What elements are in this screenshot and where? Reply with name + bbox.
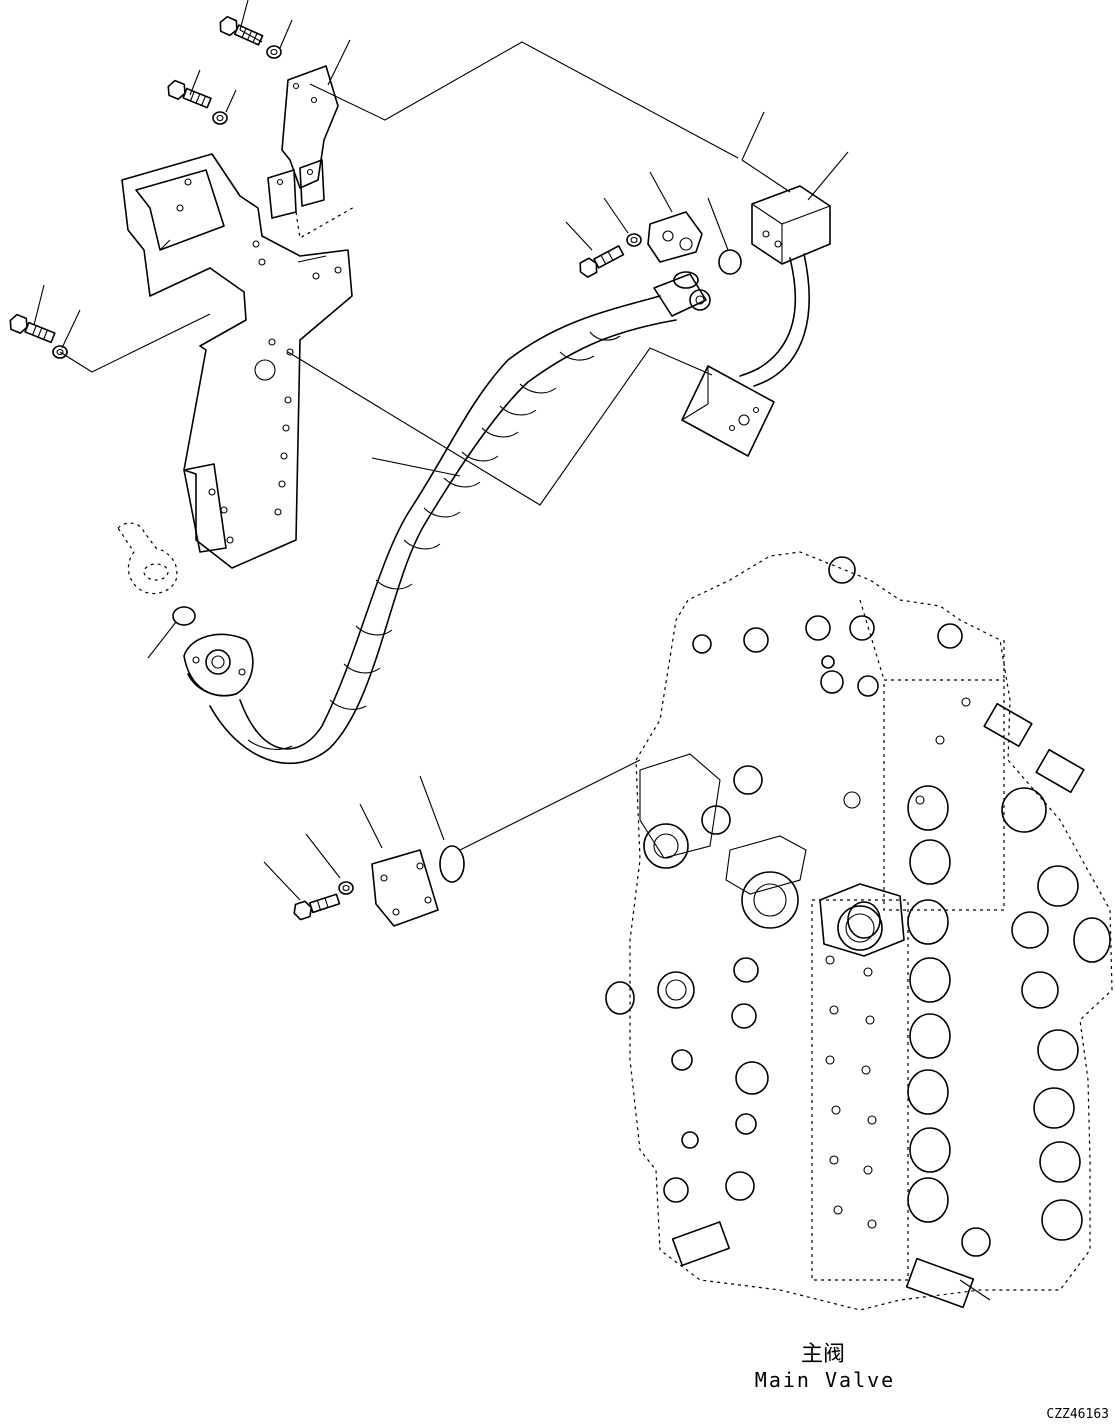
bolt-icon	[167, 79, 212, 109]
washer-icon	[338, 881, 354, 895]
o-ring-icon	[439, 845, 465, 883]
washer-icon	[266, 45, 282, 59]
block-icon	[751, 185, 831, 265]
hose-icon	[183, 271, 711, 765]
flange-icon	[647, 211, 703, 263]
washer-icon	[52, 345, 68, 359]
bolt-icon	[579, 245, 625, 278]
bolt-icon	[293, 893, 341, 921]
main-valve-icon	[605, 551, 1113, 1311]
hose-icon	[739, 253, 811, 387]
figure-code: CZZ46163	[1046, 1407, 1109, 1422]
o-ring-icon	[172, 606, 196, 626]
bolt-icon	[219, 15, 264, 46]
flange-icon	[371, 849, 439, 927]
washer-icon	[626, 233, 642, 247]
bolt-icon	[9, 313, 56, 344]
main-valve-label-cn: 主阀	[800, 1342, 845, 1367]
leader-lines	[33, 0, 849, 901]
flange-icon	[117, 522, 178, 595]
block-icon	[681, 365, 775, 457]
bracket-icon	[267, 65, 357, 239]
bracket-icon	[121, 153, 353, 569]
main-valve-label-en: Main Valve	[754, 1368, 896, 1392]
o-ring-icon	[718, 249, 742, 275]
washer-icon	[212, 111, 228, 125]
